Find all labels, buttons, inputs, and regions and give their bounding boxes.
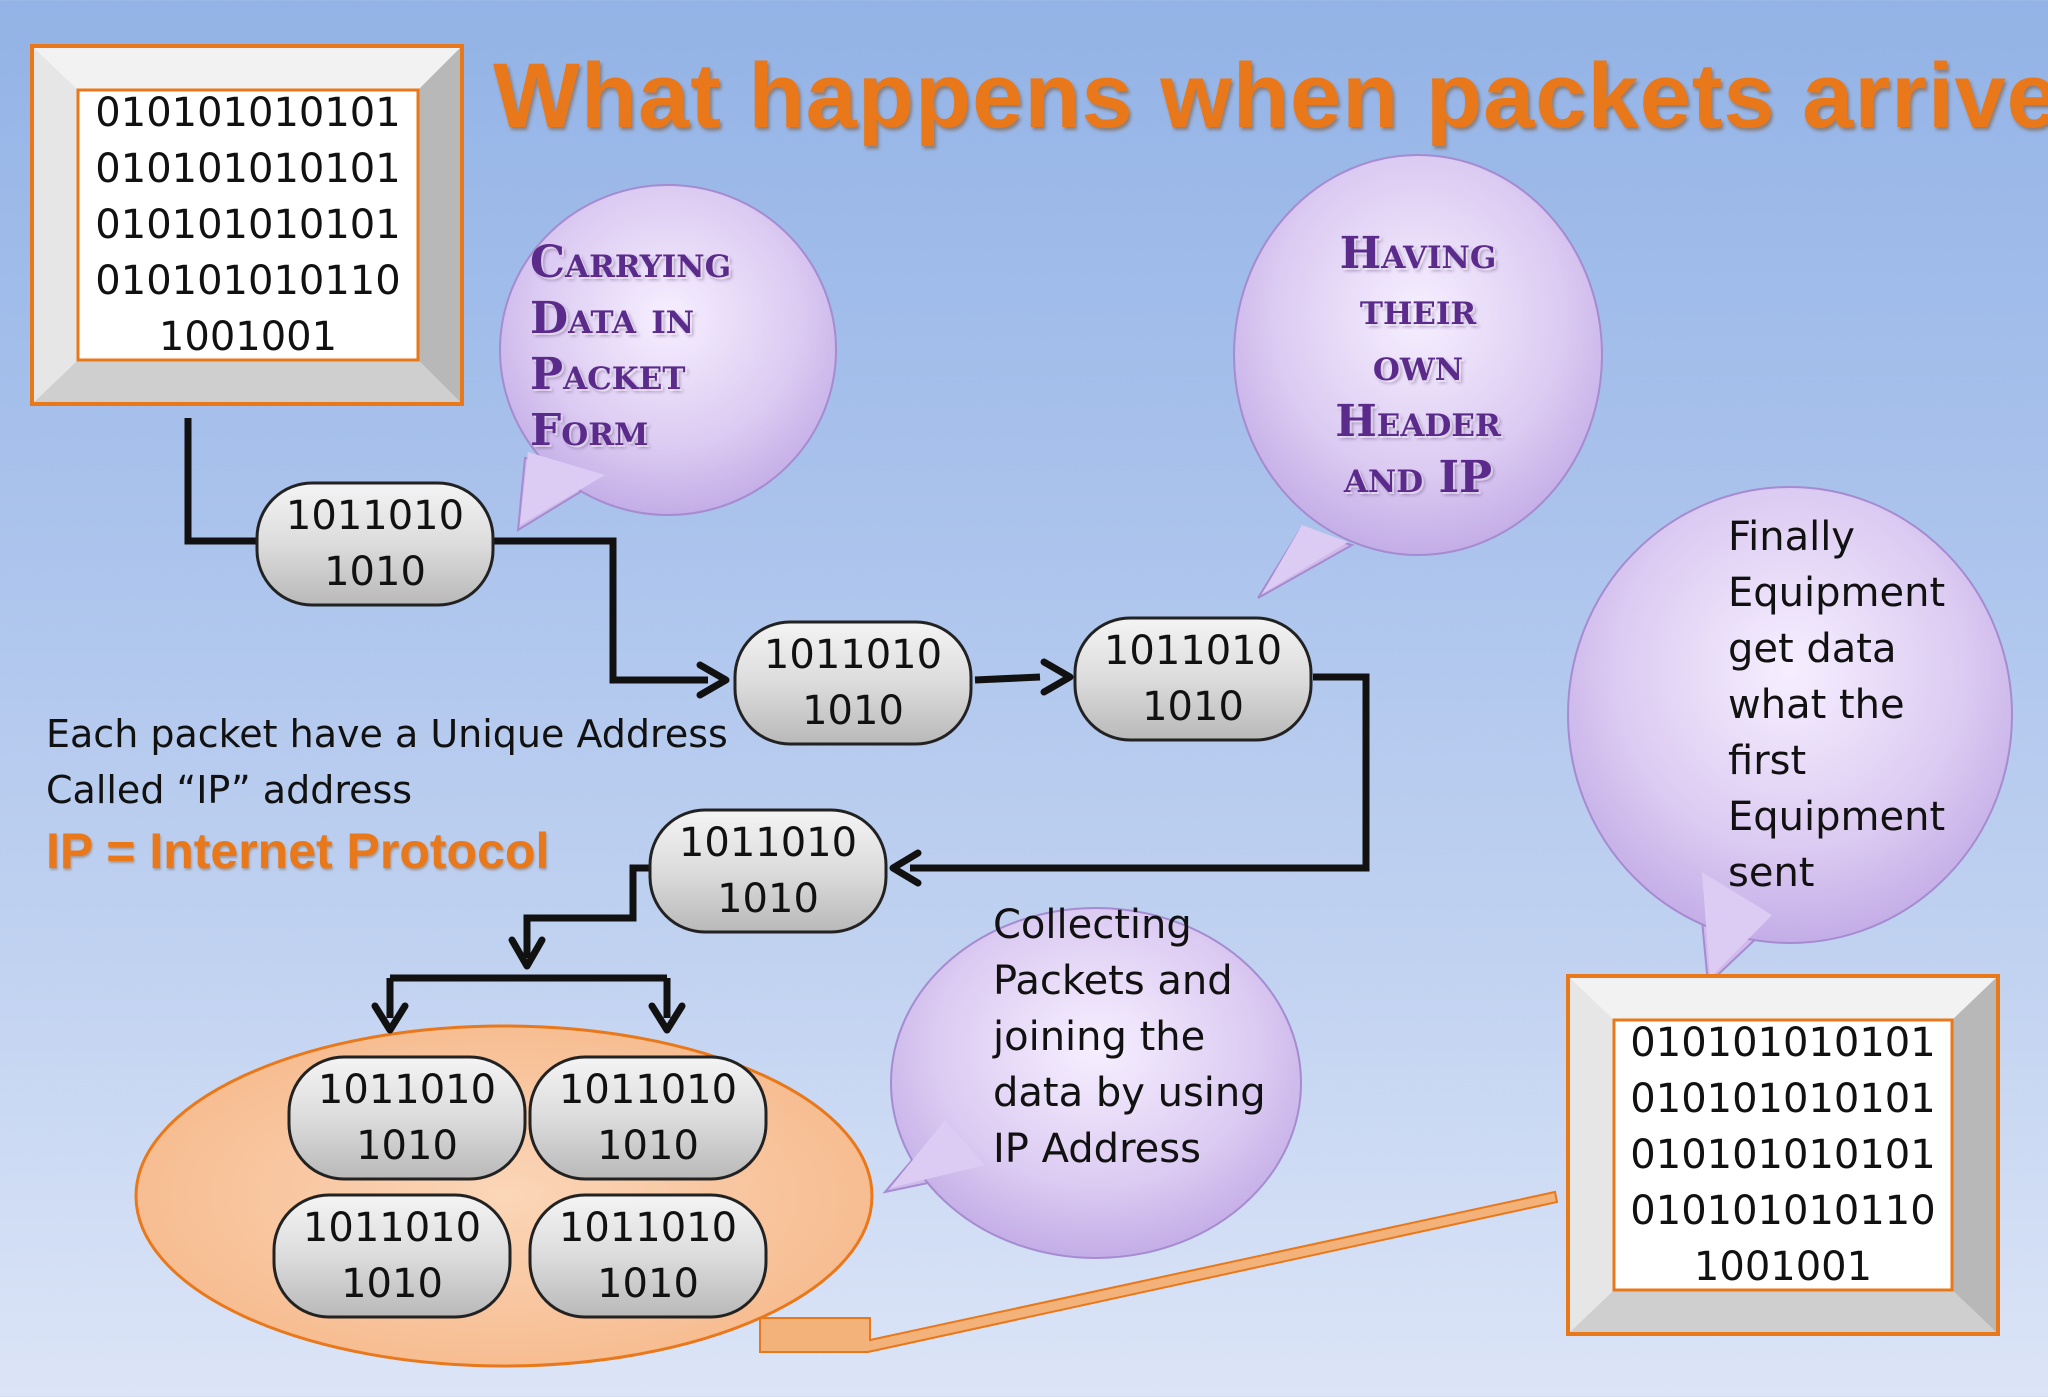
bubble-finally-text: Finally Equipment get data what the firs… xyxy=(1728,509,1945,901)
connector-packet-2-to-packet-3 xyxy=(974,673,1041,684)
packet-8-line-1: 1011010 xyxy=(558,1205,738,1251)
ip-caption: Each packet have a Unique Address Called… xyxy=(46,706,728,818)
packet-shape-7 xyxy=(272,1193,512,1319)
packet-7-line-1: 1011010 xyxy=(302,1205,482,1251)
bubble-finally-line-6: Equipment xyxy=(1728,794,1946,840)
destination-line-2: 010101010101 xyxy=(1630,1076,1936,1122)
bubble-finally-line-1: Finally xyxy=(1728,514,1855,560)
packet-2-line-1: 1011010 xyxy=(763,632,943,678)
flow-connectors xyxy=(184,418,1370,1018)
bubble-carrying-line-3: Packet xyxy=(530,349,686,400)
ip-definition: IP = Internet Protocol xyxy=(46,823,550,879)
bubble-header-ip xyxy=(1233,154,1603,599)
bubble-header-line-4: Header xyxy=(1335,396,1501,447)
packet-shape-4 xyxy=(648,808,888,934)
arrowhead-to-split xyxy=(508,936,546,970)
bubble-carrying-text: Carrying Data in Packet Form xyxy=(530,235,731,459)
connector-packet-4-to-split xyxy=(523,864,650,958)
packet-7: 1011010 1010 xyxy=(274,1195,510,1317)
ip-caption-line-1: Each packet have a Unique Address xyxy=(46,712,728,756)
bubble-carrying-line-2: Data in xyxy=(530,293,695,344)
bubble-header-line-1: Having xyxy=(1339,228,1497,279)
bubble-collecting-line-1: Collecting xyxy=(993,902,1192,948)
packet-shape-3 xyxy=(1073,616,1313,742)
packet-4-line-1: 1011010 xyxy=(678,820,858,866)
bubble-collecting-text: Collecting Packets and joining the data … xyxy=(993,897,1266,1177)
packet-5-line-1: 1011010 xyxy=(317,1067,497,1113)
arrowhead-to-packet-3 xyxy=(1040,658,1074,696)
bubble-carrying-line-1: Carrying xyxy=(530,237,732,288)
bubble-header-line-3: own xyxy=(1372,340,1464,391)
packet-shapes xyxy=(255,481,1313,1319)
arrowhead-to-left-group xyxy=(371,1002,409,1034)
source-line-1: 010101010101 xyxy=(95,90,401,136)
bubble-carrying-data xyxy=(499,184,837,532)
packet-shape-1 xyxy=(255,481,495,607)
packet-3: 1011010 1010 xyxy=(1075,618,1311,740)
packet-shape-5 xyxy=(287,1055,527,1181)
connector-packet-3-to-packet-4 xyxy=(910,673,1370,872)
packet-4: 1011010 1010 xyxy=(650,810,886,932)
bubble-finally-line-5: first xyxy=(1728,738,1807,784)
ip-caption-line-2: Called “IP” address xyxy=(46,768,413,812)
bubble-finally-line-2: Equipment xyxy=(1728,570,1946,616)
page-title: What happens when packets arrive xyxy=(493,45,2048,147)
delivery-connector xyxy=(759,1190,1559,1353)
packet-2-line-2: 1010 xyxy=(802,688,904,734)
bubble-carrying-line-4: Form xyxy=(530,405,649,456)
arrowhead-to-packet-2 xyxy=(696,661,730,699)
packet-8: 1011010 1010 xyxy=(530,1195,766,1317)
packet-1-line-2: 1010 xyxy=(324,549,426,595)
destination-binary-data: 010101010101 010101010101 010101010101 0… xyxy=(1614,1020,1952,1290)
packet-5: 1011010 1010 xyxy=(289,1057,525,1179)
packet-shape-8 xyxy=(528,1193,768,1319)
packet-7-line-2: 1010 xyxy=(341,1261,443,1307)
bubble-collecting-line-3: joining the xyxy=(993,1014,1206,1060)
packet-2: 1011010 1010 xyxy=(735,622,971,744)
packet-3-line-1: 1011010 xyxy=(1103,628,1283,674)
source-frame xyxy=(30,44,464,406)
packet-1-line-1: 1011010 xyxy=(285,493,465,539)
packet-3-line-2: 1010 xyxy=(1142,684,1244,730)
source-line-2: 010101010101 xyxy=(95,146,401,192)
packet-6-line-2: 1010 xyxy=(597,1123,699,1169)
bubble-header-line-5: and IP xyxy=(1343,452,1493,503)
packet-4-line-2: 1010 xyxy=(717,876,819,922)
bubble-finally-line-7: sent xyxy=(1728,850,1815,896)
bubble-finally-line-3: get data xyxy=(1728,626,1897,672)
packet-6-line-1: 1011010 xyxy=(558,1067,738,1113)
connector-source-to-packet-1 xyxy=(184,418,260,545)
destination-line-4: 010101010110 xyxy=(1630,1188,1936,1234)
destination-line-5: 1001001 xyxy=(1693,1244,1873,1290)
source-line-3: 010101010101 xyxy=(95,202,401,248)
packet-shape-2 xyxy=(733,620,973,746)
packet-6: 1011010 1010 xyxy=(530,1057,766,1179)
bubble-finally-line-4: what the xyxy=(1728,682,1905,728)
destination-frame xyxy=(1566,974,2000,1336)
bubble-header-line-2: their xyxy=(1359,284,1477,335)
packet-1: 1011010 1010 xyxy=(257,483,493,605)
source-line-5: 1001001 xyxy=(158,314,338,360)
destination-line-3: 010101010101 xyxy=(1630,1132,1936,1178)
arrowhead-to-right-group xyxy=(648,1002,686,1034)
arrow-heads xyxy=(371,658,1074,1034)
bubble-collecting-line-5: IP Address xyxy=(993,1126,1201,1172)
source-line-4: 010101010110 xyxy=(95,258,401,304)
bubble-collecting-line-4: data by using xyxy=(993,1070,1266,1116)
bubble-collecting-line-2: Packets and xyxy=(993,958,1233,1004)
packet-8-line-2: 1010 xyxy=(597,1261,699,1307)
packet-5-line-2: 1010 xyxy=(356,1123,458,1169)
connector-packet-1-to-packet-2 xyxy=(490,537,708,684)
arrowhead-to-packet-4 xyxy=(889,849,922,887)
packet-shape-6 xyxy=(528,1055,768,1181)
bubble-collecting xyxy=(882,907,1302,1259)
destination-line-1: 010101010101 xyxy=(1630,1020,1936,1066)
bubble-header-text: Having their own Header and IP xyxy=(1318,226,1518,506)
bubble-finally xyxy=(1567,486,2013,987)
source-binary-data: 010101010101 010101010101 010101010101 0… xyxy=(78,90,418,360)
